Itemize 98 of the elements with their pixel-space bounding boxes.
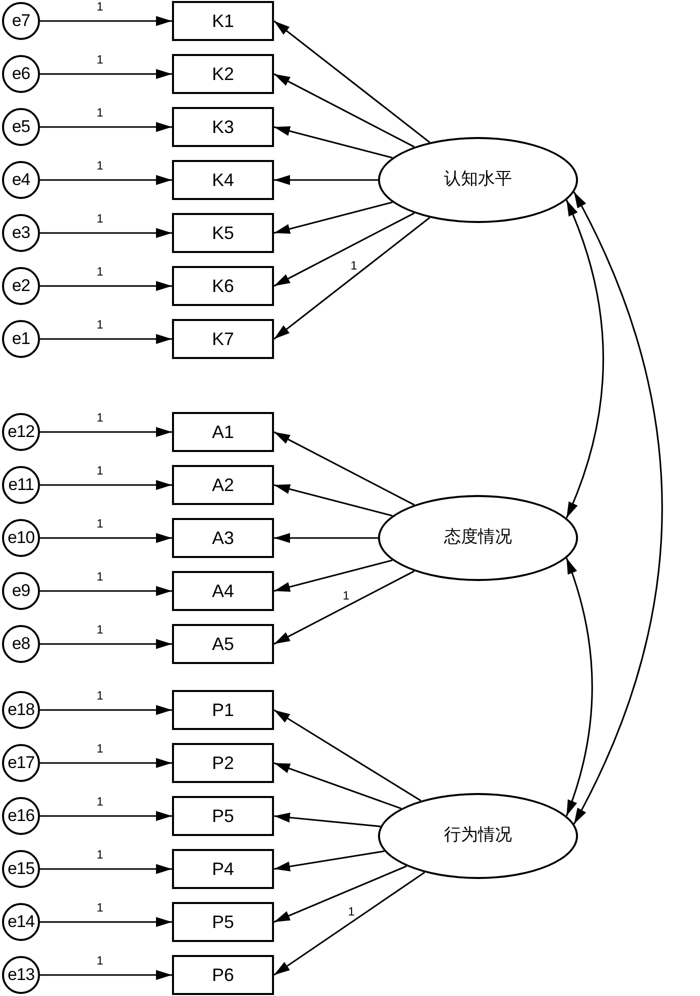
path-arrow (40, 175, 172, 185)
observed-variable-box: A4 (172, 571, 274, 611)
error-circle: e8 (2, 625, 40, 663)
observed-variable-box: P5 (172, 796, 274, 836)
error-circle: e15 (2, 850, 40, 888)
path-arrow (274, 709, 422, 802)
path-arrow (274, 762, 402, 810)
path-arrow (40, 970, 172, 980)
latent-variable-ellipse: 认知水平 (378, 137, 578, 223)
error-circle: e18 (2, 691, 40, 729)
edge-label: 1 (96, 106, 104, 120)
observed-variable-box: A2 (172, 465, 274, 505)
path-arrow (274, 533, 378, 543)
path-arrow (40, 586, 172, 596)
observed-variable-box: P6 (172, 955, 274, 995)
error-circle: e12 (2, 413, 40, 451)
observed-variable-box: A3 (172, 518, 274, 558)
path-arrow (40, 281, 172, 291)
edge-label: 1 (96, 690, 104, 702)
path-arrow (40, 480, 172, 490)
error-circle: e9 (2, 572, 40, 610)
path-arrow (274, 73, 415, 148)
error-circle: e4 (2, 161, 40, 199)
path-arrow (274, 559, 393, 592)
observed-variable-box: P1 (172, 690, 274, 730)
path-arrow (40, 69, 172, 79)
path-arrow (274, 126, 393, 159)
path-arrow (274, 212, 415, 287)
edge-label: 1 (96, 848, 104, 862)
path-arrow (40, 811, 172, 821)
edge-label: 1 (96, 954, 104, 968)
error-circle: e7 (2, 2, 40, 40)
covariance-arrow (566, 200, 604, 518)
edge-label: 1 (342, 589, 350, 602)
error-circle: e1 (2, 320, 40, 358)
path-arrow (40, 639, 172, 649)
covariance-arrow (566, 558, 593, 816)
covariance-arrow (573, 192, 663, 824)
path-arrow (274, 201, 393, 234)
error-circle: e6 (2, 55, 40, 93)
path-arrow (274, 865, 407, 923)
path-arrow (40, 427, 172, 437)
path-arrow (40, 917, 172, 927)
error-circle: e13 (2, 956, 40, 994)
edge-label: 1 (96, 212, 104, 226)
edge-label: 1 (96, 54, 104, 66)
path-arrow (274, 850, 385, 872)
edge-label: 1 (96, 570, 104, 584)
observed-variable-box: K6 (172, 266, 274, 306)
observed-variable-box: K4 (172, 160, 274, 200)
edge-label: 1 (96, 796, 104, 808)
path-arrow (274, 812, 381, 828)
observed-variable-box: K5 (172, 213, 274, 253)
path-arrow (40, 16, 172, 26)
path-arrow (40, 864, 172, 874)
edge-label: 1 (96, 412, 104, 424)
edge-label: 1 (346, 905, 356, 918)
edge-label: 1 (96, 902, 104, 914)
path-arrow (40, 533, 172, 543)
edge-label: 1 (96, 0, 104, 14)
observed-variable-box: P2 (172, 743, 274, 783)
path-arrow (40, 705, 172, 715)
error-circle: e14 (2, 903, 40, 941)
observed-variable-box: K3 (172, 107, 274, 147)
path-arrow (274, 431, 415, 506)
latent-variable-ellipse: 行为情况 (378, 793, 578, 879)
edge-label: 1 (96, 518, 104, 530)
observed-variable-box: A5 (172, 624, 274, 664)
observed-variable-box: K7 (172, 319, 274, 359)
edge-label: 1 (96, 464, 104, 478)
error-circle: e11 (2, 466, 40, 504)
observed-variable-box: K2 (172, 54, 274, 94)
latent-variable-ellipse: 态度情况 (378, 495, 578, 581)
path-arrow (40, 122, 172, 132)
observed-variable-box: A1 (172, 412, 274, 452)
path-arrow (274, 217, 430, 340)
edge-label: 1 (96, 266, 104, 278)
edge-label: 1 (96, 160, 104, 172)
error-circle: e16 (2, 797, 40, 835)
path-arrow (40, 758, 172, 768)
path-arrow (274, 20, 430, 143)
edge-label: 1 (96, 624, 104, 636)
error-circle: e2 (2, 267, 40, 305)
path-arrow (274, 175, 378, 185)
path-arrow (274, 484, 393, 517)
edge-label: 1 (96, 742, 104, 756)
path-arrow (274, 570, 415, 645)
observed-variable-box: K1 (172, 1, 274, 41)
observed-variable-box: P5 (172, 902, 274, 942)
error-circle: e17 (2, 744, 40, 782)
observed-variable-box: P4 (172, 849, 274, 889)
error-circle: e5 (2, 108, 40, 146)
edge-label: 1 (96, 318, 104, 332)
error-circle: e3 (2, 214, 40, 252)
error-circle: e10 (2, 519, 40, 557)
path-arrow (40, 228, 172, 238)
path-arrow (274, 872, 426, 976)
path-arrow (40, 334, 172, 344)
